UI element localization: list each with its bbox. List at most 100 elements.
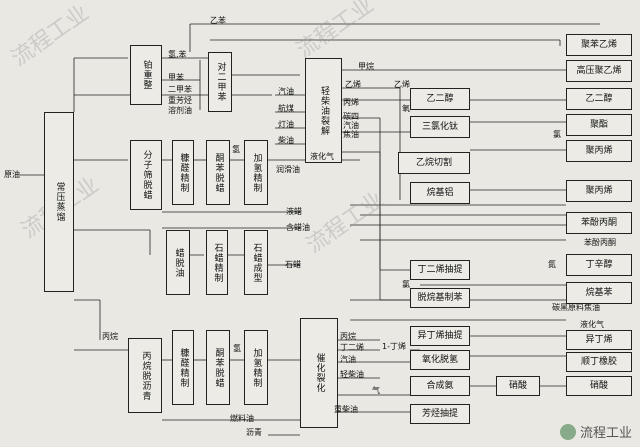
box-label: 糠醛精制	[178, 152, 189, 193]
stream-label: 氢	[232, 145, 240, 154]
box-label: 聚苯乙烯	[580, 39, 617, 50]
product-acrylonitrile: 聚丙烯	[566, 180, 632, 202]
butadiene-extraction-box: 丁二烯抽提	[410, 260, 470, 280]
stream-label: 乙烯	[394, 80, 410, 89]
box-label: 加氢精制	[251, 347, 262, 388]
oxidative-dehydrogenation-box: 氧化脱氢	[410, 350, 470, 370]
stream-label: 氢,苯	[168, 50, 187, 59]
stream-label: 含蜡油	[286, 223, 310, 232]
stream-label: 燃料油	[230, 414, 254, 423]
box-label: 丙烷脱沥青	[140, 350, 151, 401]
ticl-box: 三氯化钛	[410, 116, 470, 138]
product-polystyrene: 聚苯乙烯	[566, 34, 632, 56]
stream-label: 乙烯	[345, 80, 361, 89]
box-label: 顺丁橡胶	[580, 356, 617, 367]
wax-deoil-box: 蜡脱油	[166, 230, 190, 295]
box-label: 对二甲苯	[215, 62, 226, 102]
furfural-refine-2-box: 糠醛精制	[172, 330, 194, 405]
logo-icon	[559, 423, 576, 440]
stream-label: 重柴油	[334, 405, 358, 414]
box-label: 石蜡成型	[251, 242, 262, 283]
stream-label: 二甲苯	[168, 85, 192, 94]
stream-label: 甲苯	[168, 73, 184, 82]
molecular-sieve-dewax-box: 分子筛脱蜡	[130, 140, 162, 210]
product-nitric-acid: 硝酸	[566, 376, 632, 396]
paraxylene-box: 对二甲苯	[208, 52, 232, 112]
box-label: 糠醛精制	[178, 347, 189, 388]
ethylene-glycol-box: 乙二醇	[410, 88, 470, 110]
box-label: 聚丙烯	[585, 185, 613, 196]
wax-forming-box: 石蜡成型	[244, 230, 268, 295]
product-alkylbenzene: 烷基苯	[566, 282, 632, 304]
box-label: 丁二烯抽提	[417, 264, 463, 275]
box-label: 常压蒸馏	[54, 182, 65, 222]
stream-label: 航煤	[278, 104, 294, 113]
stream-label: 焦油	[343, 130, 359, 139]
stream-label: 液化气	[310, 152, 334, 161]
box-label: 酮苯脱蜡	[213, 152, 224, 193]
box-label: 石蜡精制	[212, 242, 223, 283]
stream-label: 丁二烯	[340, 343, 364, 352]
alkyl-aluminium-box: 烷基铝	[410, 182, 470, 204]
box-label: 硝酸	[589, 380, 608, 391]
product-cis-butadiene-rubber: 顺丁橡胶	[566, 352, 632, 372]
stream-label: 丙烷	[102, 332, 118, 341]
box-label: 合成氨	[426, 380, 454, 391]
stream-label: 乙苯	[210, 16, 226, 25]
stream-label: 氧	[402, 104, 410, 113]
stream-label: 汽油	[343, 121, 359, 130]
box-label: 蜡脱油	[173, 247, 184, 278]
hydro-refine-2-box: 加氢精制	[244, 330, 268, 405]
logo-text: 流程工业	[579, 426, 632, 441]
stream-label: 沥青	[246, 428, 262, 437]
product-isobutene: 异丁烯	[566, 330, 632, 350]
box-label: 乙二醇	[585, 93, 613, 104]
stream-label: 灯油	[278, 120, 294, 129]
box-label: 脱烷基制苯	[417, 292, 463, 303]
box-label: 烷基铝	[426, 187, 454, 198]
stream-label: 柴油	[278, 136, 294, 145]
ketone-dewax-2-box: 酮苯脱蜡	[206, 330, 230, 405]
stream-label: 甲烷	[358, 62, 374, 71]
aromatics-extraction-box: 芳烃抽提	[410, 404, 470, 424]
atmospheric-distillation-box: 常压蒸馏	[44, 112, 74, 292]
stream-label: 汽油	[278, 87, 294, 96]
stream-label: 汽油	[340, 355, 356, 364]
wax-refine-box: 石蜡精制	[206, 230, 228, 295]
ethylene-cut-box: 乙烷切割	[398, 152, 470, 174]
box-label: 分子筛脱蜡	[141, 150, 152, 200]
box-label: 加氢精制	[251, 152, 262, 193]
stream-label: 碳四	[343, 112, 359, 121]
product-hdpe: 高压聚乙烯	[566, 60, 632, 82]
box-label: 催化裂化	[314, 353, 325, 393]
box-label: 硝酸	[508, 380, 527, 391]
ketone-dewax-box: 酮苯脱蜡	[206, 140, 230, 205]
box-label: 氧化脱氢	[421, 354, 458, 365]
fcc-box: 催化裂化	[300, 318, 338, 428]
box-label: 乙烷切割	[415, 157, 452, 168]
stream-label: 液化气	[580, 320, 604, 329]
box-label: 高压聚乙烯	[576, 65, 622, 76]
hydro-refine-box: 加氢精制	[244, 140, 268, 205]
box-label: 轻柴油裂解	[319, 85, 329, 136]
stream-label: 丙烯	[343, 98, 359, 107]
box-label: 酮苯脱蜡	[213, 347, 224, 388]
product-polypropylene: 聚丙烯	[566, 140, 632, 162]
product-ethylene-glycol: 乙二醇	[566, 88, 632, 110]
stream-label: 重芳烃	[168, 96, 192, 105]
box-label: 聚丙烯	[585, 145, 613, 156]
box-label: 苯酚丙酮	[580, 217, 617, 228]
publisher-logo: 流程工业	[559, 422, 632, 441]
isobutene-extraction-box: 异丁烯抽提	[410, 326, 470, 346]
stream-label: 1-丁烯	[382, 342, 406, 351]
box-label: 异丁烯	[585, 334, 613, 345]
stream-label: 液蜡	[286, 207, 302, 216]
stream-label: 氯	[402, 280, 410, 289]
box-label: 铂重整	[141, 60, 152, 90]
product-butanol-octanol: 丁辛醇	[566, 254, 632, 276]
box-label: 烷基苯	[585, 287, 613, 298]
product-polyester: 聚酯	[566, 114, 632, 136]
box-label: 聚酯	[589, 119, 608, 130]
